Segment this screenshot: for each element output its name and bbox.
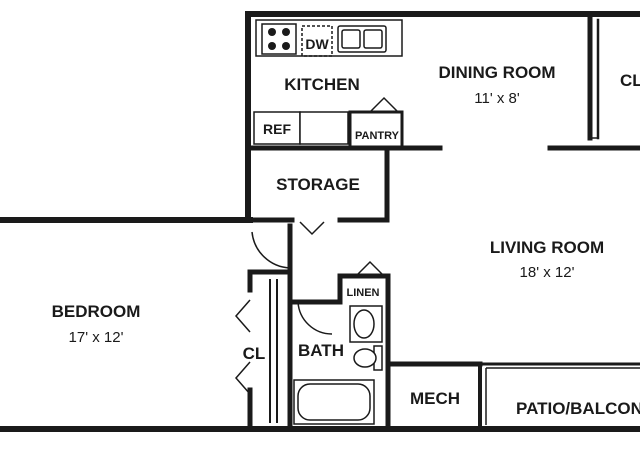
bath-fixtures	[293, 305, 383, 425]
bedroom-label: BEDROOM	[52, 302, 141, 321]
dining-room-label: DINING ROOM	[438, 63, 555, 82]
living-room-label: LIVING ROOM	[490, 238, 604, 257]
kitchen-label: KITCHEN	[284, 75, 360, 94]
bathtub-icon	[293, 379, 375, 425]
linen-label: LINEN	[347, 287, 380, 299]
mech-label: MECH	[410, 389, 460, 408]
pantry-label: PANTRY	[355, 130, 400, 142]
sink-icon	[337, 25, 387, 53]
bedroom-closet-label: CL	[243, 344, 266, 363]
kitchen-fixtures	[253, 19, 404, 148]
range-icon	[261, 23, 297, 55]
living-room-size: 18' x 12'	[520, 264, 575, 281]
dishwasher-label: DW	[305, 36, 329, 52]
storage-label: STORAGE	[276, 175, 360, 194]
walls	[0, 11, 640, 432]
patio-label: PATIO/BALCONY	[516, 399, 640, 418]
bedroom-size: 17' x 12'	[69, 329, 124, 346]
closet-top-label: CL	[620, 71, 640, 90]
bath-label: BATH	[298, 341, 344, 360]
dining-room-size: 11' x 8'	[474, 90, 520, 107]
ref-label: REF	[263, 121, 291, 137]
